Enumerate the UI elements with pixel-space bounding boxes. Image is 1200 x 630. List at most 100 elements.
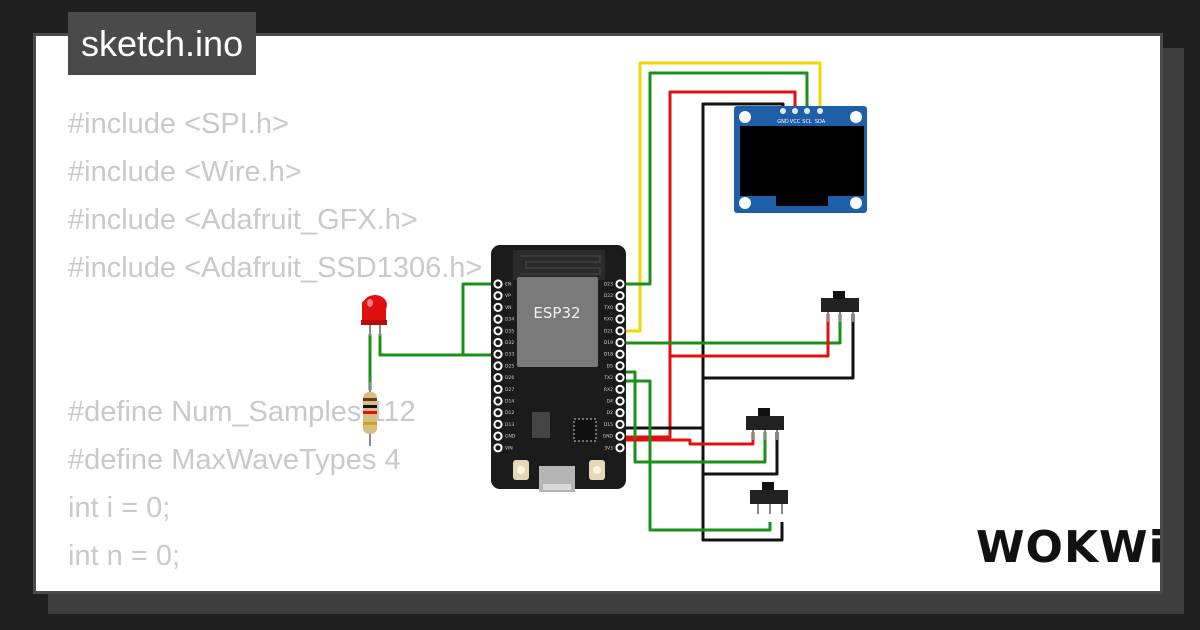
- esp32-pin-left-d26[interactable]: [493, 373, 503, 383]
- esp32-pin-left-vn[interactable]: [493, 302, 503, 312]
- esp32-pin-right-3v3[interactable]: [615, 443, 625, 453]
- wire-red[interactable]: [670, 314, 830, 358]
- esp32-pin-label: D4: [607, 399, 613, 405]
- esp32-pin-label: D33: [505, 352, 514, 358]
- oled-screen: [740, 126, 864, 196]
- code-line: #include <Wire.h>: [68, 156, 302, 188]
- esp32-pin-label: D23: [604, 282, 613, 288]
- esp32-pin-left-d14[interactable]: [493, 396, 503, 406]
- esp32-pin-label: VP: [505, 293, 511, 299]
- oled-display[interactable]: GND VCC SCL SDA: [734, 106, 867, 213]
- regulator: [532, 412, 550, 438]
- wire-green[interactable]: [622, 370, 767, 464]
- esp32-pin-label: EN: [505, 282, 511, 288]
- esp32-pin-label: VN: [505, 305, 511, 311]
- esp32-pin-left-d13[interactable]: [493, 419, 503, 429]
- esp32-pin-left-d27[interactable]: [493, 384, 503, 394]
- esp32-pin-label: GND: [505, 434, 516, 440]
- oled-pin-label: SCL: [802, 119, 812, 125]
- esp32-pin-label: D13: [505, 422, 514, 428]
- esp32-pin-left-d35[interactable]: [493, 326, 503, 336]
- esp32-pin-label: D34: [505, 317, 514, 323]
- esp32-pin-right-rx2[interactable]: [615, 384, 625, 394]
- esp32-pin-label: GND: [603, 434, 614, 440]
- esp32-pin-left-d34[interactable]: [493, 314, 503, 324]
- wire-green[interactable]: [461, 282, 498, 357]
- esp32-pin-label: 3V3: [604, 445, 613, 451]
- code-line: #include <SPI.h>: [68, 108, 289, 140]
- esp32-pin-label: D32: [505, 340, 514, 346]
- esp32-pin-right-d18[interactable]: [615, 349, 625, 359]
- wire-green[interactable]: [622, 379, 772, 532]
- wire-red[interactable]: [622, 90, 797, 439]
- esp32-pin-right-rx0[interactable]: [615, 314, 625, 324]
- esp32-left-pin-header: ENVPVND34D35D32D33D25D26D27D14D12D13GNDV…: [493, 279, 516, 453]
- esp32-pin-left-vp[interactable]: [493, 291, 503, 301]
- oled-pin[interactable]: [817, 108, 823, 114]
- oled-pin-label: SDA: [815, 119, 826, 125]
- oled-pin-label: VCC: [790, 119, 801, 125]
- esp32-pin-right-d22[interactable]: [615, 291, 625, 301]
- usb-chip: [573, 418, 597, 442]
- esp32-pin-left-en[interactable]: [493, 279, 503, 289]
- esp32-right-pin-header: D23D22TX0RX0D21D19D18D5TX2RX2D4D2D15GND3…: [603, 279, 625, 453]
- esp32-pin-label: D26: [505, 375, 514, 381]
- esp32-pin-label: D12: [505, 410, 514, 416]
- esp32-pin-label: D18: [604, 352, 613, 358]
- esp32-pin-left-gnd[interactable]: [493, 431, 503, 441]
- code-line: #include <Adafruit_SSD1306.h>: [68, 252, 483, 284]
- wire-black[interactable]: [703, 314, 855, 380]
- esp32-pin-label: TX0: [603, 305, 613, 311]
- esp32-pin-label: D21: [604, 328, 613, 334]
- esp32-pin-left-d12[interactable]: [493, 408, 503, 418]
- esp32-pin-label: D15: [604, 422, 613, 428]
- wire-green[interactable]: [622, 314, 842, 345]
- esp32-board[interactable]: ESP32 ENVPVND34D35D32D33D25D26D27D14D12D…: [491, 245, 626, 492]
- esp32-pin-label: D14: [505, 399, 514, 405]
- oled-pin[interactable]: [792, 108, 798, 114]
- esp32-module: [517, 277, 598, 367]
- oled-pin[interactable]: [780, 108, 786, 114]
- wire-black[interactable]: [701, 102, 785, 542]
- code-line: int i = 0;: [68, 492, 171, 524]
- oled-pin[interactable]: [804, 108, 810, 114]
- wire-green[interactable]: [622, 71, 809, 286]
- slide-switch-3[interactable]: [750, 482, 788, 514]
- esp32-pin-label: D27: [505, 387, 514, 393]
- esp32-pin-left-d33[interactable]: [493, 349, 503, 359]
- esp32-pin-right-d5[interactable]: [615, 361, 625, 371]
- esp32-pin-label: D35: [505, 328, 514, 334]
- red-led[interactable]: [361, 295, 387, 336]
- esp32-pin-right-tx0[interactable]: [615, 302, 625, 312]
- esp32-pin-label: D22: [604, 293, 613, 299]
- esp32-pin-right-d15[interactable]: [615, 419, 625, 429]
- wires: [368, 61, 855, 542]
- esp32-pin-right-d19[interactable]: [615, 337, 625, 348]
- wire-black[interactable]: [703, 432, 779, 476]
- esp32-pin-right-d2[interactable]: [615, 408, 625, 418]
- resistor[interactable]: [363, 382, 377, 446]
- esp32-pin-left-d25[interactable]: [493, 361, 503, 371]
- esp32-pin-left-d32[interactable]: [493, 337, 503, 348]
- esp32-pin-right-d21[interactable]: [615, 326, 625, 336]
- oled-pin-label: GND: [777, 119, 789, 125]
- esp32-pin-left-vin[interactable]: [493, 443, 503, 453]
- esp32-pin-right-tx2[interactable]: [615, 373, 625, 383]
- esp32-pin-label: TX2: [603, 375, 613, 381]
- esp32-pin-label: RX2: [604, 387, 613, 393]
- wire-green[interactable]: [378, 334, 463, 357]
- esp32-pin-right-d23[interactable]: [615, 279, 625, 289]
- code-line: #define MaxWaveTypes 4: [68, 444, 401, 476]
- esp32-chip-label: ESP32: [533, 304, 580, 322]
- code-line: #define Num_Samples 112: [68, 396, 416, 428]
- slide-switch-1[interactable]: [821, 291, 859, 322]
- esp32-pin-right-d4[interactable]: [615, 396, 625, 406]
- esp32-pin-right-gnd[interactable]: [615, 431, 625, 441]
- esp32-pin-label: D2: [607, 410, 613, 416]
- file-tab[interactable]: sketch.ino: [68, 12, 257, 75]
- wokwi-logo: WOKWi: [976, 522, 1165, 573]
- slide-switch-2[interactable]: [746, 408, 784, 440]
- esp32-pin-label: D5: [607, 363, 613, 369]
- wire-yellow[interactable]: [622, 61, 822, 333]
